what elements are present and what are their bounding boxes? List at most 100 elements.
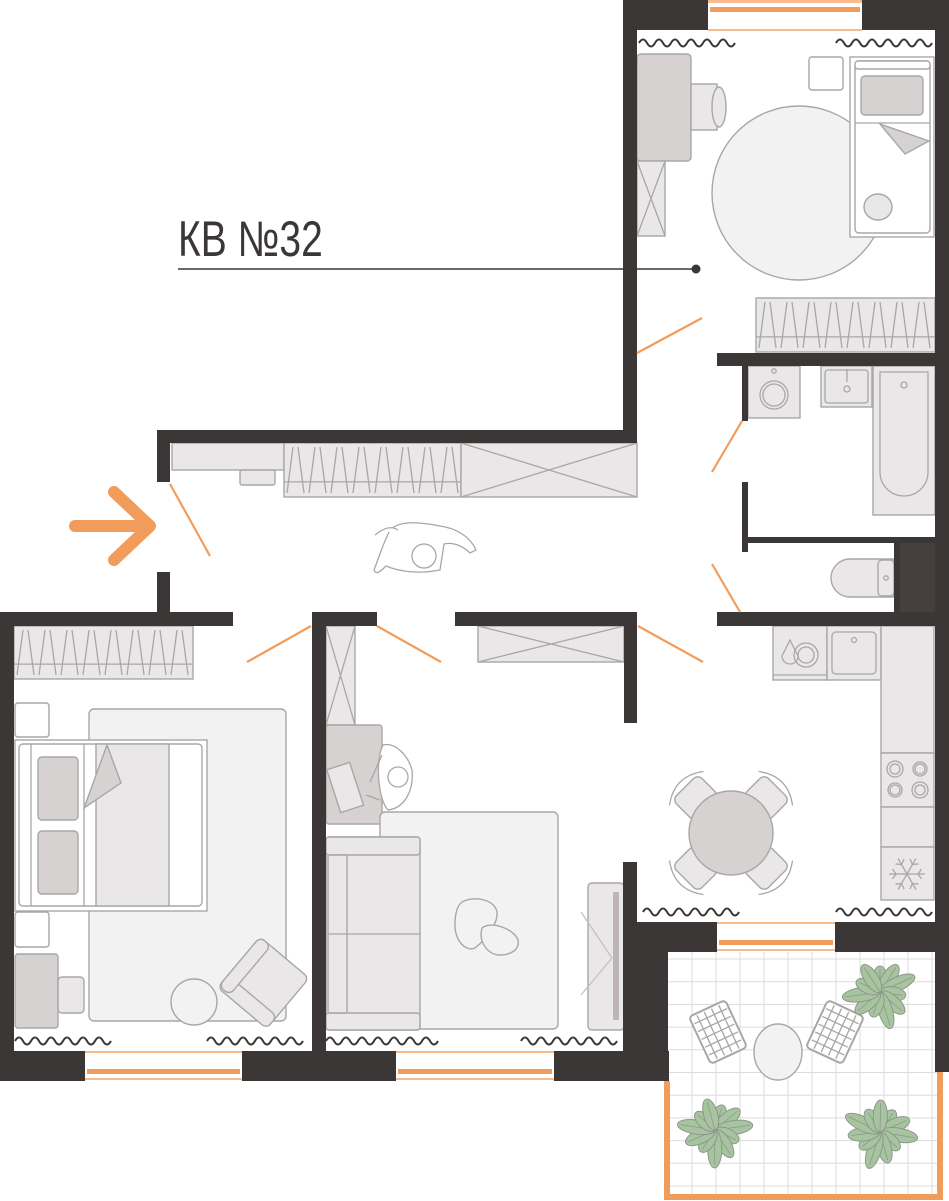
hanger	[341, 446, 349, 494]
hanger	[352, 446, 360, 494]
door-swings	[169, 317, 743, 663]
hanger	[374, 446, 382, 494]
countertop	[880, 806, 935, 848]
plants	[676, 964, 919, 1169]
hanger	[27, 629, 35, 676]
hanger	[429, 446, 437, 494]
dishwasher	[772, 625, 828, 681]
hanger	[385, 446, 393, 494]
hanger	[170, 629, 178, 676]
hanger	[868, 301, 876, 349]
hanger	[396, 446, 404, 494]
apartment-label: КВ №32	[178, 210, 323, 267]
hanger	[769, 301, 777, 349]
hanger	[846, 301, 854, 349]
hanger	[148, 629, 156, 676]
laptop	[325, 761, 365, 814]
hanger	[758, 301, 766, 349]
nightstand	[14, 702, 50, 738]
hanger	[319, 446, 327, 494]
radiator	[835, 907, 933, 917]
hanger	[824, 301, 832, 349]
hanger	[857, 301, 865, 349]
balcony-chair	[689, 1000, 747, 1064]
radiator	[206, 1036, 304, 1046]
walls	[0, 0, 949, 1081]
pillow	[37, 756, 79, 821]
arrow-right-icon	[69, 486, 156, 566]
living-room	[325, 625, 625, 1031]
plant	[676, 1098, 754, 1169]
tv	[613, 892, 619, 1020]
hanger	[407, 446, 415, 494]
desk	[14, 953, 59, 1029]
hanger	[418, 446, 426, 494]
chair	[57, 976, 85, 1014]
wardrobe	[755, 297, 936, 353]
hanger	[791, 301, 799, 349]
hanger	[159, 629, 167, 676]
plant	[841, 964, 916, 1030]
kitchen-sink	[826, 625, 882, 681]
nightstand	[14, 911, 50, 948]
person-sitting-icon	[365, 743, 413, 811]
radiator	[638, 38, 736, 48]
bathtub	[872, 365, 936, 516]
hanger	[38, 629, 46, 676]
countertop	[880, 625, 935, 754]
hanger	[451, 446, 459, 494]
hanger	[780, 301, 788, 349]
hanger	[71, 629, 79, 676]
hanger	[813, 301, 821, 349]
hanger	[49, 629, 57, 676]
shelf	[171, 442, 285, 471]
radiator	[520, 1036, 618, 1046]
nightstand	[808, 56, 844, 91]
stove	[880, 752, 935, 808]
hanger	[308, 446, 316, 494]
pouf	[170, 978, 218, 1026]
hanger	[82, 629, 90, 676]
balcony-table	[753, 1023, 803, 1081]
hanger	[330, 446, 338, 494]
radiator	[835, 38, 933, 48]
plant	[845, 1099, 919, 1169]
armchair	[219, 938, 308, 1027]
hanger	[115, 629, 123, 676]
label-pointer-dot	[691, 264, 701, 274]
hanger	[297, 446, 305, 494]
radiator	[642, 907, 740, 917]
hanger	[912, 301, 920, 349]
hanger	[60, 629, 68, 676]
hallway	[171, 442, 638, 663]
bedroom-left	[13, 625, 308, 1029]
pillow	[860, 75, 924, 116]
person-lying-icon	[373, 522, 477, 574]
snowflake-icon	[889, 858, 925, 890]
hanger	[137, 629, 145, 676]
radiator	[14, 1036, 112, 1046]
kitchen	[668, 625, 935, 901]
wardrobe	[13, 625, 194, 680]
hanger	[181, 629, 189, 676]
dining-chairs	[668, 770, 794, 896]
hanger	[835, 301, 843, 349]
dining-table	[688, 790, 774, 876]
hanger	[104, 629, 112, 676]
balcony-chair	[806, 1000, 864, 1064]
balcony	[676, 964, 919, 1169]
cat-icon	[863, 193, 893, 221]
hanger	[923, 301, 931, 349]
bedroom-top-right	[636, 53, 936, 353]
hanger	[93, 629, 101, 676]
bathroom	[747, 365, 936, 598]
radiators	[14, 38, 933, 1046]
hanger	[286, 446, 294, 494]
hanger	[802, 301, 810, 349]
wardrobe	[283, 442, 462, 498]
pillow	[37, 830, 79, 895]
hanger	[126, 629, 134, 676]
desk	[636, 53, 692, 162]
hanger	[879, 301, 887, 349]
